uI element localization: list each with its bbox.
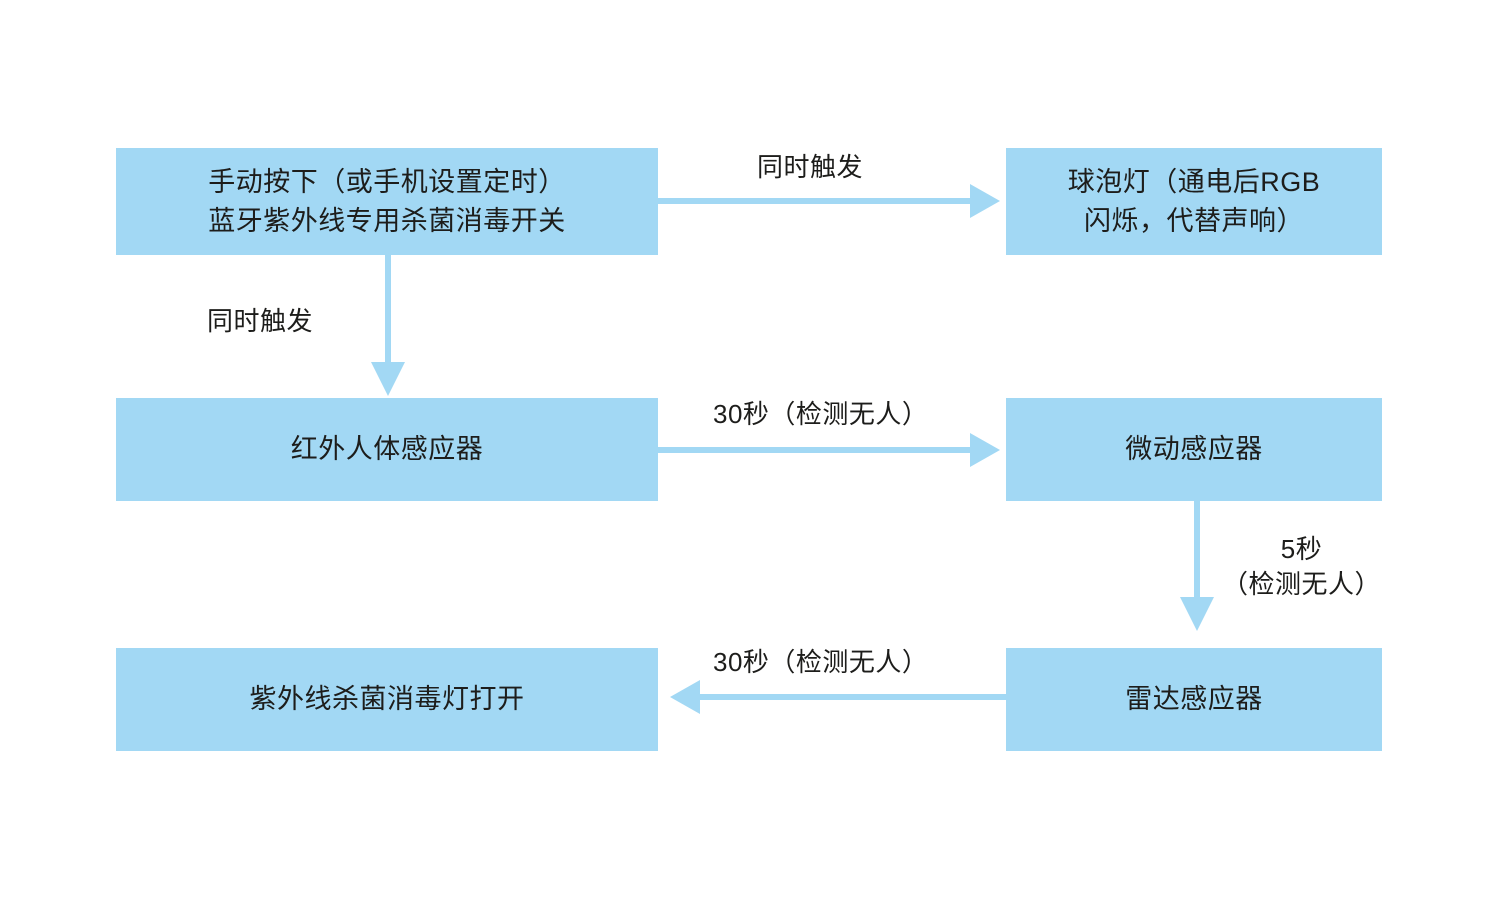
edge-label-micro-to-radar: 5秒 （检测无人）: [1222, 534, 1382, 599]
node-micro-motion-sensor[interactable]: 微动感应器: [1006, 398, 1382, 501]
node-radar-sensor[interactable]: 雷达感应器: [1006, 648, 1382, 751]
arrowhead-down-icon: [371, 362, 405, 396]
edge-label-switch-to-bulb: 同时触发: [757, 152, 864, 182]
node-uv-sterilizer-lamp-on[interactable]: 紫外线杀菌消毒灯打开: [116, 648, 658, 751]
edge-micro-to-radar-line: [1194, 501, 1200, 609]
edge-radar-to-uvlamp-line: [700, 694, 1006, 700]
edge-switch-to-pir-line: [385, 254, 391, 378]
arrowhead-down-icon: [1180, 597, 1214, 631]
node-bluetooth-uv-switch[interactable]: 手动按下（或手机设置定时） 蓝牙紫外线专用杀菌消毒开关: [116, 148, 658, 255]
edge-label-radar-to-uvlamp: 30秒（检测无人）: [713, 647, 929, 677]
node-rgb-bulb-lamp[interactable]: 球泡灯（通电后RGB 闪烁，代替声响）: [1006, 148, 1382, 255]
arrowhead-right-icon: [970, 184, 1000, 218]
edge-pir-to-micro-line: [658, 447, 978, 453]
arrowhead-right-icon: [970, 433, 1000, 467]
edge-switch-to-bulb-line: [658, 198, 978, 204]
edge-label-pir-to-micro: 30秒（检测无人）: [713, 399, 929, 429]
node-infrared-body-sensor[interactable]: 红外人体感应器: [116, 398, 658, 501]
arrowhead-left-icon: [670, 680, 700, 714]
edge-label-switch-to-pir: 同时触发: [207, 306, 314, 336]
